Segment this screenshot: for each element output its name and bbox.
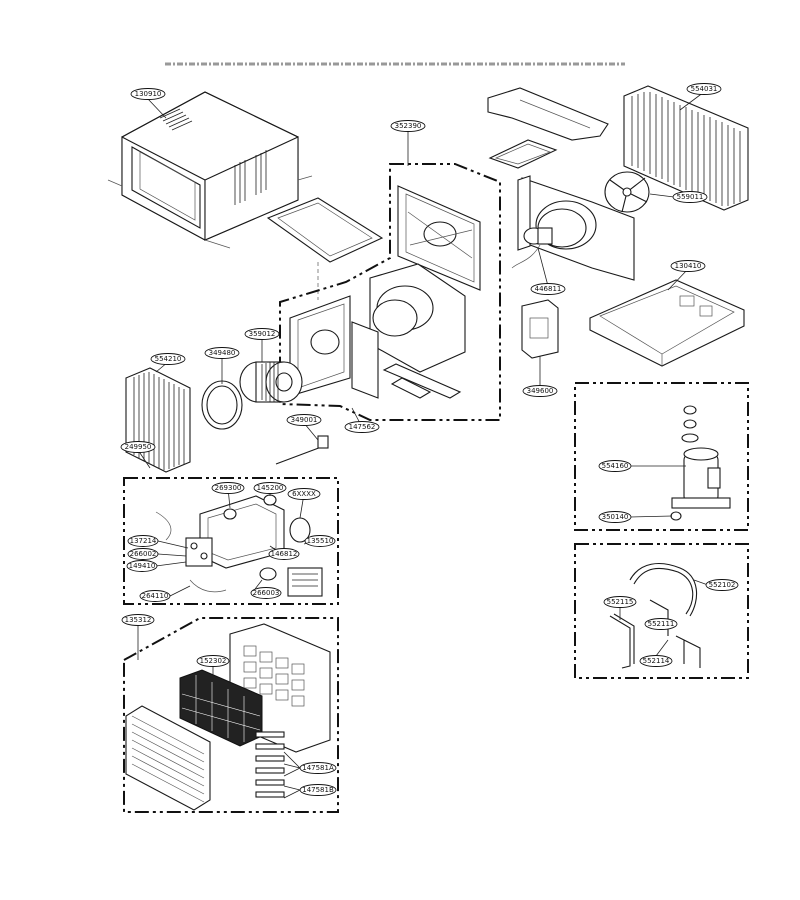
callout-446811: 446811 <box>530 283 566 295</box>
callout-352390: 352390 <box>390 120 426 132</box>
callout-554210: 554210 <box>150 353 186 365</box>
fan-motor-part <box>511 227 553 269</box>
blower-ring-part <box>201 380 243 430</box>
svg-text:552114: 552114 <box>643 657 670 665</box>
callout-135510: 135510 <box>304 535 336 547</box>
callout-349480: 349480 <box>204 347 240 359</box>
base-tray-part <box>266 197 384 300</box>
svg-text:137214: 137214 <box>130 537 157 545</box>
fan-blade-part <box>604 171 650 213</box>
callout-130910: 130910 <box>130 88 166 100</box>
callout-559011: 559011 <box>672 191 708 203</box>
svg-text:350140: 350140 <box>602 513 629 521</box>
callout-147562: 147562 <box>344 421 380 433</box>
callout-350140: 350140 <box>598 511 632 523</box>
callout-145200: 145200 <box>253 482 287 494</box>
svg-text:135312: 135312 <box>125 616 152 624</box>
callout-552102: 552102 <box>705 579 739 591</box>
callout-137214: 137214 <box>127 535 159 547</box>
drain-pan-part <box>382 363 462 399</box>
svg-text:147562: 147562 <box>349 423 376 431</box>
cabinet-part <box>107 91 313 249</box>
callout-266003: 266003 <box>250 587 282 599</box>
capillary-part <box>275 435 329 465</box>
callout-349600: 349600 <box>522 385 558 397</box>
svg-text:349001: 349001 <box>291 416 318 424</box>
top-cover-part <box>487 87 609 141</box>
svg-text:146812: 146812 <box>271 550 298 558</box>
svg-text:6XXXX: 6XXXX <box>292 490 316 498</box>
callout-359012: 359012 <box>244 328 280 340</box>
callout-552114: 552114 <box>639 655 673 667</box>
base-pan-part <box>589 279 745 367</box>
svg-text:554210: 554210 <box>155 355 182 363</box>
scroll-housing-part <box>369 263 466 373</box>
fan-motor-bracket-part <box>488 139 558 169</box>
svg-text:249950: 249950 <box>125 443 152 451</box>
callout-349001: 349001 <box>286 414 322 426</box>
callout-264110: 264110 <box>139 590 171 602</box>
svg-text:552102: 552102 <box>709 581 736 589</box>
callout-6XXXX: 6XXXX <box>287 488 321 500</box>
svg-text:552115: 552115 <box>607 598 634 606</box>
control-box-part <box>155 494 323 597</box>
compressor-part <box>670 405 731 521</box>
piping-group-outline <box>574 543 749 679</box>
svg-text:147581A: 147581A <box>302 764 334 772</box>
svg-text:266003: 266003 <box>253 589 280 597</box>
front-grille-part <box>125 705 211 811</box>
svg-text:552111: 552111 <box>648 620 675 628</box>
svg-text:266002: 266002 <box>130 550 157 558</box>
evaporator-coil-part <box>125 367 191 473</box>
control-group-outline <box>123 477 339 605</box>
svg-text:359012: 359012 <box>249 330 276 338</box>
evaporator-frame-part <box>289 295 379 399</box>
callout-554031: 554031 <box>686 83 722 95</box>
control-bracket-part <box>521 299 559 359</box>
svg-text:349600: 349600 <box>527 387 554 395</box>
callout-130410: 130410 <box>670 260 706 272</box>
svg-text:135510: 135510 <box>307 537 334 545</box>
svg-text:554031: 554031 <box>691 85 718 93</box>
callout-552115: 552115 <box>603 596 637 608</box>
condenser-coil-part <box>623 85 749 211</box>
svg-text:349480: 349480 <box>209 349 236 357</box>
svg-text:554160: 554160 <box>602 462 629 470</box>
front-group-outline <box>123 617 339 813</box>
svg-text:446811: 446811 <box>535 285 562 293</box>
svg-text:352390: 352390 <box>395 122 422 130</box>
svg-text:145200: 145200 <box>257 484 284 492</box>
filter-part <box>179 669 263 747</box>
callout-149410: 149410 <box>126 560 158 572</box>
callout-249950: 249950 <box>120 441 156 453</box>
louver-parts <box>255 731 285 798</box>
svg-text:269300: 269300 <box>215 484 242 492</box>
piping-parts <box>609 562 701 669</box>
callout-269300: 269300 <box>211 482 245 494</box>
shroud-group-outline <box>279 163 501 421</box>
svg-text:147581B: 147581B <box>302 786 334 794</box>
svg-text:130910: 130910 <box>135 90 162 98</box>
svg-text:264110: 264110 <box>142 592 169 600</box>
callout-152302: 152302 <box>196 655 230 667</box>
blower-wheel-part <box>239 361 303 403</box>
callout-552111: 552111 <box>644 618 678 630</box>
callout-135312: 135312 <box>121 614 155 626</box>
callout-147581b: 147581B <box>299 784 337 796</box>
callout-146812: 146812 <box>268 548 300 560</box>
svg-text:152302: 152302 <box>200 657 227 665</box>
svg-text:130410: 130410 <box>675 262 702 270</box>
callout-266002: 266002 <box>127 548 159 560</box>
callout-554160: 554160 <box>598 460 632 472</box>
callout-147581a: 147581A <box>299 762 337 774</box>
svg-text:559011: 559011 <box>677 193 704 201</box>
compressor-group-outline <box>574 382 749 531</box>
svg-text:149410: 149410 <box>129 562 156 570</box>
